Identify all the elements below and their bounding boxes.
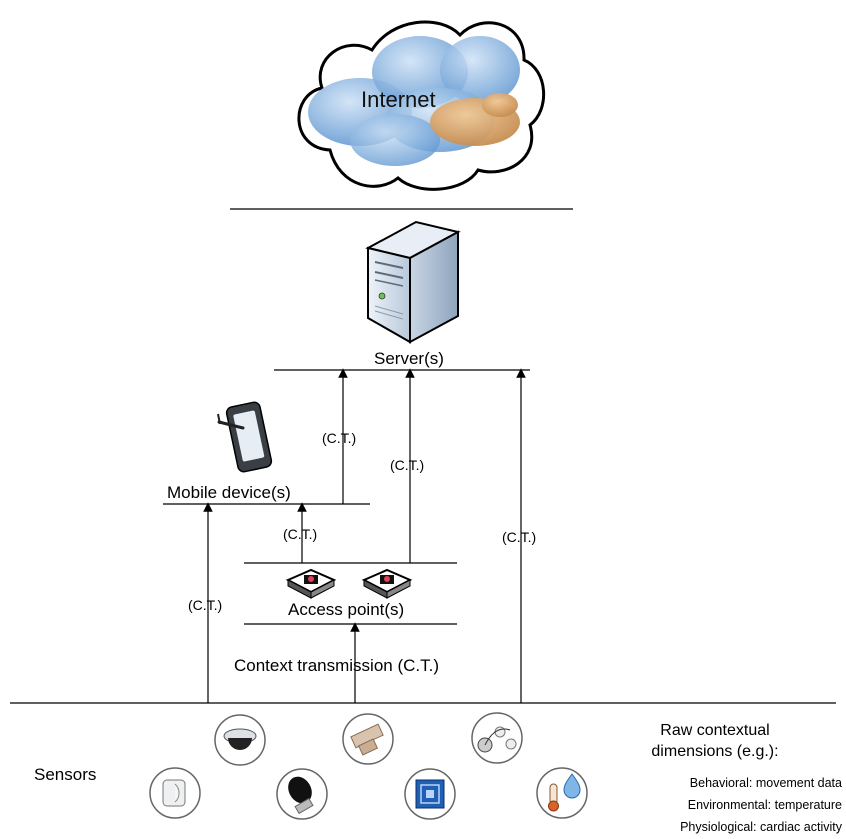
contact-sensor-icon — [342, 713, 394, 765]
ct-label-access-server: (C.T.) — [390, 457, 425, 473]
sensor-icons — [149, 712, 588, 820]
raw-dimensions-title: Raw contextual dimensions (e.g.): — [640, 720, 790, 762]
dimension-physiological: Physiological: cardiac activity — [602, 821, 842, 834]
temperature-humidity-sensor-icon — [536, 767, 588, 819]
dome-camera-sensor-icon — [214, 714, 266, 766]
server-icon — [365, 220, 461, 344]
raw-title-line-2: dimensions (e.g.): — [651, 743, 779, 760]
access-point-icon-1 — [285, 568, 337, 599]
ct-label-sensors-mobile: (C.T.) — [188, 597, 223, 613]
internet-label: Internet — [361, 87, 436, 112]
access-point-icon-2 — [361, 568, 413, 599]
tablet-icon — [217, 401, 273, 473]
internet-cloud-icon — [297, 20, 545, 191]
dimension-category: Physiological: — [680, 820, 757, 834]
sensors-label: Sensors — [34, 765, 97, 784]
ct-arrows — [203, 368, 526, 703]
server-label: Server(s) — [374, 349, 444, 368]
mobile-device-label: Mobile device(s) — [167, 483, 291, 502]
dimension-category: Behavioral: — [689, 776, 753, 790]
ct-label-sensors-server: (C.T.) — [502, 529, 537, 545]
dimension-environmental: Environmental: temperature — [602, 799, 842, 812]
motion-sensor-icon — [149, 767, 201, 819]
ct-label-mobile-server: (C.T.) — [322, 430, 357, 446]
dimension-example: cardiac activity — [760, 820, 842, 834]
ct-label-access-mobile: (C.T.) — [283, 526, 318, 542]
pendant-sensor-icon — [471, 712, 523, 764]
access-point-label: Access point(s) — [288, 600, 405, 619]
dimension-example: temperature — [774, 798, 842, 812]
raw-title-line-1: Raw contextual — [660, 722, 770, 739]
dimension-behavioral: Behavioral: movement data — [602, 777, 842, 790]
dimension-example: movement data — [755, 776, 842, 790]
dimension-category: Environmental: — [687, 798, 772, 812]
plug-sensor-icon — [276, 768, 328, 820]
context-transmission-label: Context transmission (C.T.) — [234, 656, 439, 675]
rfid-sensor-icon — [404, 768, 456, 820]
